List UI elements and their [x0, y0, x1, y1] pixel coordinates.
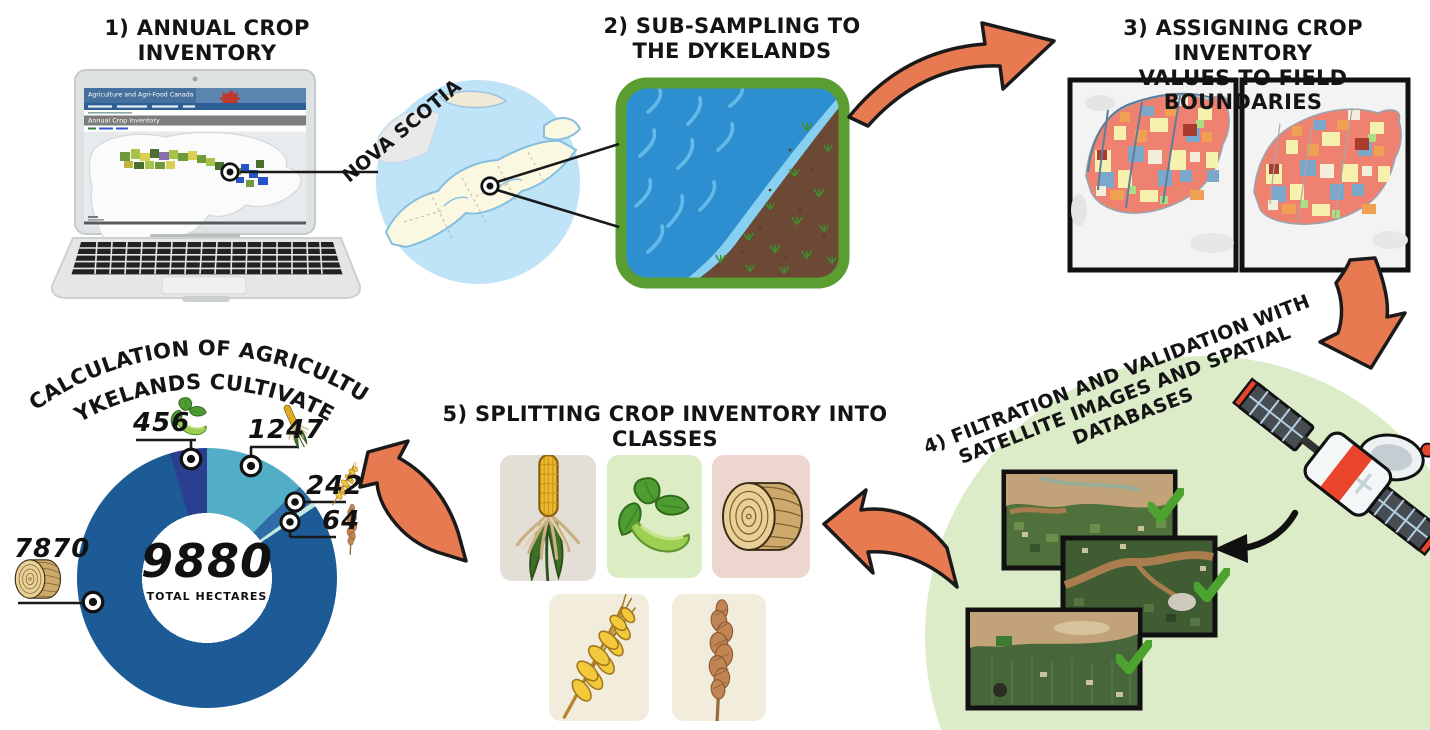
hay-bale-icon: [14, 559, 62, 599]
arrow-step3-to-step4: [1318, 256, 1407, 370]
mainland-shape: [377, 109, 441, 164]
donut-total-label: TOTAL HECTARES: [146, 590, 268, 603]
step3-title-line2: VALUES TO FIELD BOUNDARIES: [1138, 65, 1348, 115]
crop-tile-grain: [672, 594, 766, 721]
laptop-trackpad: [161, 276, 247, 295]
crop-tile-soybean: [607, 455, 702, 578]
satellite-illustration: [1231, 377, 1430, 557]
dyke-lines: [1087, 92, 1215, 209]
step1-title: 1) ANNUAL CROP INVENTORY: [104, 16, 310, 65]
arrow-step4-to-step5: [822, 488, 959, 589]
laptop-site-header: Agriculture and Agri-Food Canada: [88, 91, 194, 99]
callout-value-corn: 1247: [248, 415, 325, 445]
field-map-left: [1067, 77, 1239, 273]
crop-inventory-band: [120, 149, 268, 187]
callout-value-hay: 7870: [14, 534, 91, 564]
water-streaks: [634, 84, 745, 254]
nova-scotia-map: [376, 80, 582, 284]
dykeland-illustration: [615, 77, 850, 289]
donut-chart: [77, 448, 337, 708]
step5-title: 5) SPLITTING CROP INVENTORY INTO CLASSES: [442, 402, 888, 451]
callout-value-grain: 64: [322, 506, 361, 536]
callout-value-soybean: 456: [133, 408, 191, 438]
hay-bale-icon: [722, 482, 804, 551]
nova-scotia-shape: [384, 139, 578, 249]
laptop-illustration: [50, 69, 362, 302]
grain-icon: [705, 598, 736, 721]
step2-title-line2: THE DYKELANDS: [632, 38, 832, 63]
soil-speckles: [716, 148, 826, 268]
webcam-dot: [192, 76, 198, 82]
field-patches: [1095, 96, 1219, 204]
step3-title-line1: 3) ASSIGNING CROP INVENTORY: [1123, 16, 1363, 65]
grain-slice-marker: [279, 511, 301, 533]
satellite-download-arrow: [1214, 509, 1299, 563]
crop-tile-corn: [500, 455, 596, 581]
callout-value-wheat: 242: [306, 471, 364, 501]
hay-slice-marker: [81, 590, 105, 614]
wheat-icon: [562, 594, 639, 719]
laptop-keyboard: [71, 242, 343, 275]
laptop-map-marker: [220, 162, 240, 182]
crop-tile-wheat: [549, 594, 649, 721]
field-patches: [1266, 110, 1390, 218]
arrow-step5-to-step6: [358, 439, 468, 563]
soybean-slice-marker: [179, 447, 203, 471]
pei-shape: [438, 90, 508, 109]
donut-total-value: 9880: [140, 534, 274, 588]
wheat-slice-marker: [284, 491, 306, 513]
laptop-page-title: Annual Crop Inventory: [88, 116, 160, 124]
crop-tile-hay: [712, 455, 810, 578]
soil-area: [694, 100, 845, 283]
corn-icon: [515, 455, 581, 581]
corn-slice-marker: [239, 454, 263, 478]
keyboard-key-gaps: [94, 241, 323, 275]
road-lines: [1269, 109, 1353, 223]
satellite-image-3: [965, 607, 1143, 711]
laptop-screen-content: [84, 88, 306, 260]
arrow-step2-to-step3: [847, 21, 1056, 128]
step2-title-line1: 2) SUB-SAMPLING TO: [603, 14, 861, 38]
soybean-icon: [617, 476, 691, 554]
field-map-right: [1239, 77, 1411, 273]
step3-title: 3) ASSIGNING CROP INVENTORY VALUES TO FI…: [1062, 16, 1424, 115]
dykeland-border: [615, 77, 850, 289]
connector-lines: [18, 142, 620, 605]
step2-title: 2) SUB-SAMPLING TO THE DYKELANDS: [596, 14, 868, 64]
shore-band: [684, 92, 846, 282]
nova-scotia-marker: [480, 176, 500, 196]
donut-center: 9880 TOTAL HECTARES: [127, 534, 287, 603]
